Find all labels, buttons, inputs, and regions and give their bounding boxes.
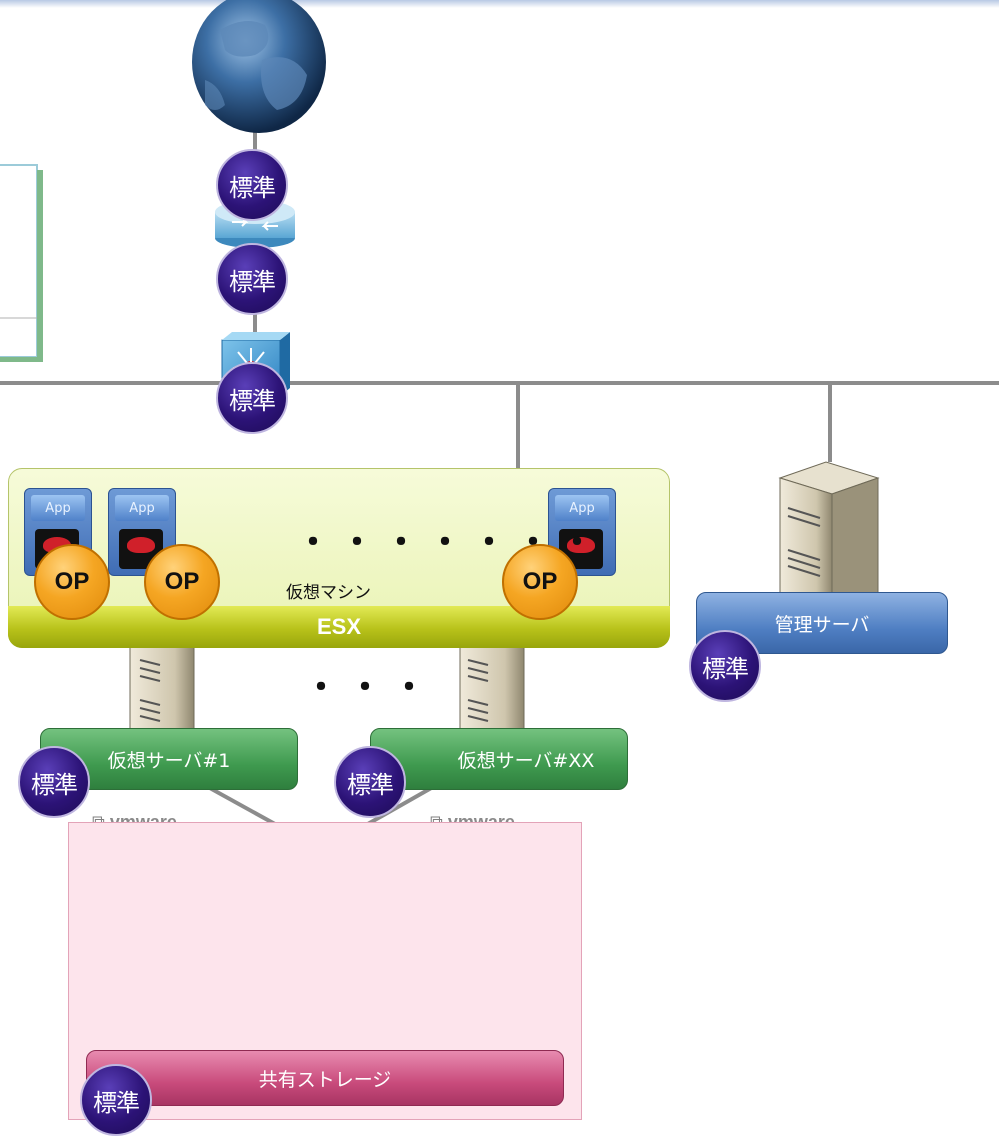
standard-badge-server-xx: 標準 bbox=[334, 746, 406, 818]
standard-badge-router: 標準 bbox=[216, 243, 288, 315]
app-label: App bbox=[555, 495, 609, 521]
redhat-icon bbox=[119, 529, 163, 569]
top-gradient-band bbox=[0, 0, 999, 8]
virtual-server-xx-label[interactable]: 仮想サーバ#XX bbox=[370, 728, 628, 790]
standard-badge-internet: 標準 bbox=[216, 149, 288, 221]
op-badge-1: OP bbox=[34, 544, 110, 620]
standard-badge-storage: 標準 bbox=[80, 1064, 152, 1136]
server-ellipsis: ・・・ bbox=[304, 669, 436, 707]
server-tower-1-icon bbox=[129, 639, 195, 736]
shared-storage-label[interactable]: 共有ストレージ bbox=[86, 1050, 564, 1106]
left-panel-fragment bbox=[0, 164, 43, 362]
management-server-text: 管理サーバ bbox=[774, 613, 870, 636]
management-server-tower-icon bbox=[778, 461, 880, 611]
op-badge-3: OP bbox=[502, 544, 578, 620]
shared-storage-text: 共有ストレージ bbox=[258, 1068, 392, 1091]
standard-badge-mgmt-server: 標準 bbox=[689, 630, 761, 702]
esx-label: ESX bbox=[316, 614, 362, 639]
standard-badge-switch: 標準 bbox=[216, 362, 288, 434]
app-label: App bbox=[31, 495, 85, 521]
server-tower-2-icon bbox=[459, 639, 525, 736]
vm-label: 仮想マシン bbox=[286, 583, 371, 603]
virtual-server-xx-text: 仮想サーバ#XX bbox=[457, 749, 595, 772]
op-badge-2: OP bbox=[144, 544, 220, 620]
esx-bar: ESX bbox=[8, 606, 670, 648]
internet-globe-icon bbox=[192, 0, 326, 133]
virtual-server-1-text: 仮想サーバ#1 bbox=[107, 749, 231, 772]
app-label: App bbox=[115, 495, 169, 521]
standard-badge-server-1: 標準 bbox=[18, 746, 90, 818]
